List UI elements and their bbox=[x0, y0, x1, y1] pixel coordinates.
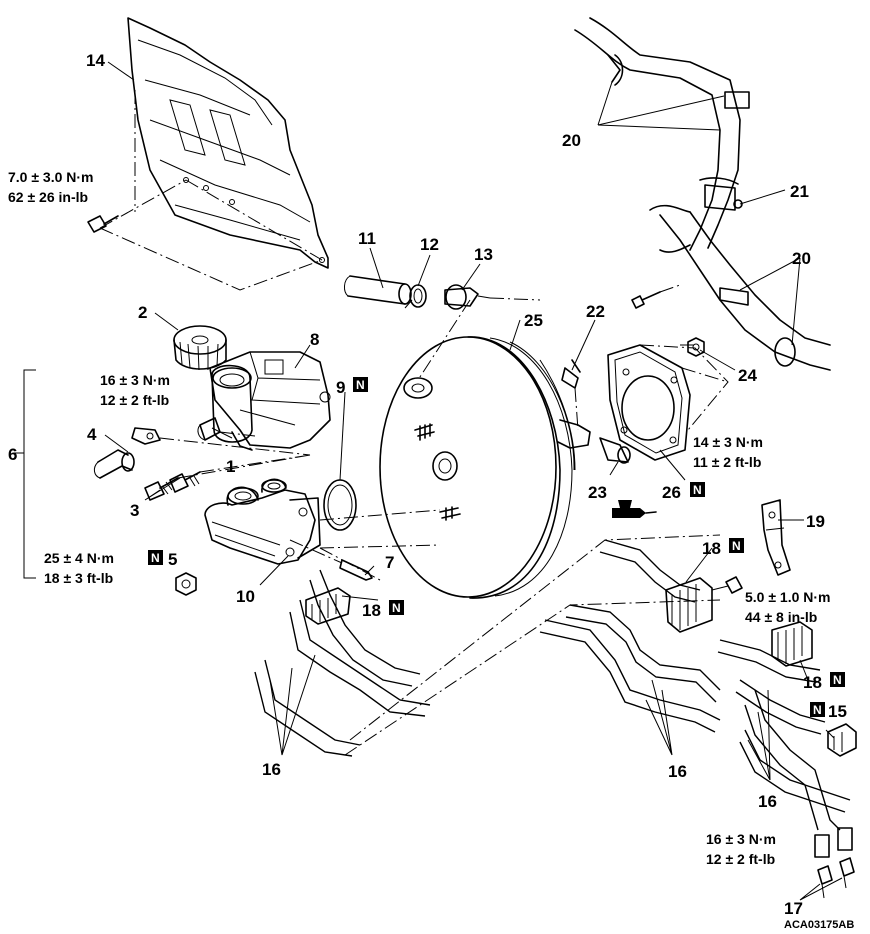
marker-18-left bbox=[389, 600, 404, 615]
hose-4 bbox=[93, 427, 311, 479]
callout-24: 24 bbox=[738, 366, 757, 385]
torque-5-ft: 18 ± 3 ft-lb bbox=[44, 570, 113, 586]
torque-14-nm: 7.0 ± 3.0 N·m bbox=[8, 169, 94, 185]
marker-18-lower bbox=[830, 672, 845, 687]
callout-20-upper: 20 bbox=[562, 131, 581, 150]
callout-18-upper: 18 bbox=[702, 539, 721, 558]
torque-17-nm: 16 ± 3 N·m bbox=[706, 831, 776, 847]
brake-booster-25 bbox=[379, 299, 591, 599]
callout-19: 19 bbox=[806, 512, 825, 531]
callout-23: 23 bbox=[588, 483, 607, 502]
brake-tubes-16 bbox=[254, 534, 855, 899]
marker-26-text: N bbox=[693, 483, 702, 497]
callout-14: 14 bbox=[86, 51, 105, 70]
marker-18-upper-text: N bbox=[732, 539, 741, 553]
callout-10: 10 bbox=[236, 587, 255, 606]
clevis-pin-22 bbox=[561, 359, 581, 431]
callout-16-left: 16 bbox=[262, 760, 281, 779]
torque-3-nm: 16 ± 3 N·m bbox=[100, 372, 170, 388]
callout-11: 11 bbox=[358, 229, 376, 248]
nut-24 bbox=[687, 337, 705, 357]
callout-16-middle: 16 bbox=[668, 762, 687, 781]
callout-26: 26 bbox=[662, 483, 681, 502]
part-14-shield bbox=[99, 17, 329, 291]
callout-12: 12 bbox=[420, 235, 439, 254]
torque-24-nm: 14 ± 3 N·m bbox=[693, 434, 763, 450]
o-ring-9 bbox=[323, 479, 357, 531]
callout-8: 8 bbox=[310, 330, 319, 349]
marker-18-left-text: N bbox=[392, 601, 401, 615]
callout-1: 1 bbox=[226, 457, 235, 476]
master-cylinder-10 bbox=[204, 478, 441, 581]
clip-12 bbox=[404, 284, 427, 309]
callout-21: 21 bbox=[790, 182, 809, 201]
torque-5-nm: 25 ± 4 N·m bbox=[44, 550, 114, 566]
hose-11 bbox=[344, 275, 412, 305]
marker-9 bbox=[353, 377, 368, 392]
callout-9: 9 bbox=[336, 378, 345, 397]
marker-26 bbox=[690, 482, 705, 497]
callout-18-left: 18 bbox=[362, 601, 381, 620]
marker-15 bbox=[810, 702, 825, 717]
reservoir-8 bbox=[209, 351, 331, 451]
callout-17: 17 bbox=[784, 899, 803, 918]
torque-18-nm: 5.0 ± 1.0 N·m bbox=[745, 589, 831, 605]
callout-22: 22 bbox=[586, 302, 605, 321]
marker-5 bbox=[148, 550, 163, 565]
leader-lines bbox=[14, 61, 843, 901]
vacuum-hose-assembly bbox=[574, 17, 831, 371]
callout-4: 4 bbox=[87, 425, 97, 444]
labels: 14 7.0 ± 3.0 N·m 62 ± 26 in-lb 2 8 9 N 1… bbox=[8, 51, 854, 931]
clip-18-upper bbox=[665, 577, 713, 633]
clip-18-left bbox=[305, 587, 351, 625]
callout-2: 2 bbox=[138, 303, 147, 322]
figure-code: ACA03175AB bbox=[784, 919, 854, 931]
torque-3-ft: 12 ± 2 ft-lb bbox=[100, 392, 169, 408]
torque-24-ft: 11 ± 2 ft-lb bbox=[693, 454, 761, 470]
bolt-14 bbox=[87, 215, 119, 233]
callout-3: 3 bbox=[130, 501, 139, 520]
marker-5-text: N bbox=[151, 551, 160, 565]
bolt-18 bbox=[711, 576, 743, 594]
marker-9-text: N bbox=[356, 378, 365, 392]
callout-13: 13 bbox=[474, 245, 493, 264]
torque-18-in: 44 ± 8 in-lb bbox=[745, 609, 817, 625]
callout-6: 6 bbox=[8, 445, 17, 464]
callout-16-right: 16 bbox=[758, 792, 777, 811]
reservoir-cap-2 bbox=[173, 325, 227, 371]
callout-5: 5 bbox=[168, 550, 177, 569]
bracket-19 bbox=[761, 499, 791, 576]
bolts-3 bbox=[144, 454, 311, 501]
callout-7: 7 bbox=[385, 553, 394, 572]
clip-15 bbox=[827, 723, 857, 757]
grease-application-icon bbox=[612, 500, 657, 518]
callout-25: 25 bbox=[524, 311, 543, 330]
check-valve-13 bbox=[444, 284, 541, 310]
grommet-1 bbox=[197, 417, 256, 441]
nut-5 bbox=[175, 572, 197, 596]
fork-23 bbox=[599, 437, 631, 464]
gasket-26 bbox=[607, 344, 729, 461]
torque-14-in: 62 ± 26 in-lb bbox=[8, 189, 88, 205]
callout-18-lower: 18 bbox=[803, 673, 822, 692]
marker-18-upper bbox=[729, 538, 744, 553]
torque-17-ft: 12 ± 2 ft-lb bbox=[706, 851, 775, 867]
callout-20-lower: 20 bbox=[792, 249, 811, 268]
pin-7 bbox=[289, 539, 373, 581]
marker-15-text: N bbox=[813, 703, 822, 717]
marker-18-lower-text: N bbox=[833, 673, 842, 687]
callout-15: 15 bbox=[828, 702, 847, 721]
